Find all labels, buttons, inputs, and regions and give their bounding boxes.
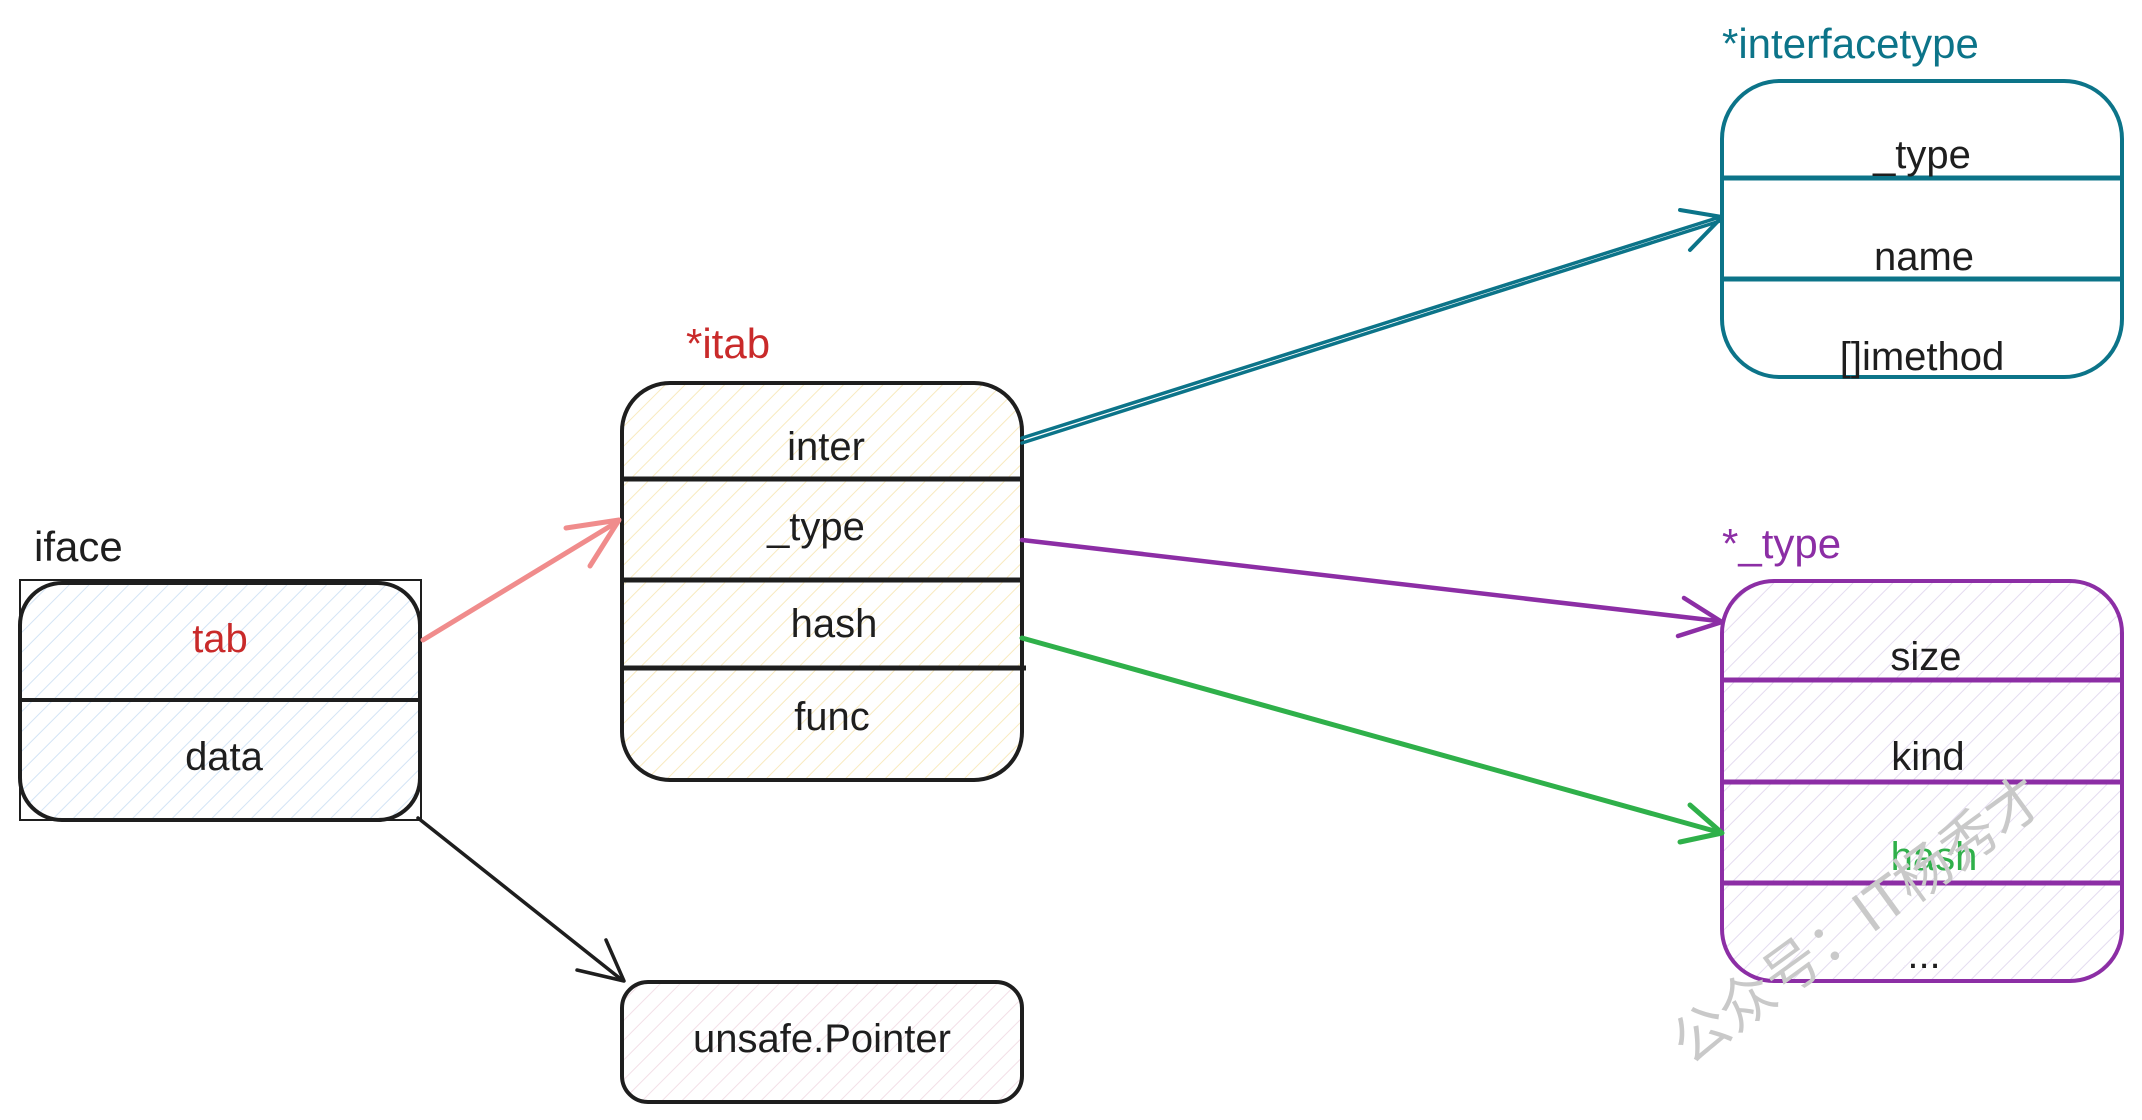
type-field-hash: hash [1891, 835, 1978, 879]
type-title: *_type [1722, 520, 1841, 567]
arrow-data-to-pointer [416, 816, 624, 982]
itab-field-hash: hash [791, 602, 878, 646]
arrow-inter-to-interfacetype-head [1678, 208, 1724, 252]
type-field-size: size [1890, 635, 1961, 679]
arrow-data-to-pointer-head [575, 938, 626, 983]
interfacetype-title: *interfacetype [1722, 20, 1979, 67]
interfacetype-field-imethod: []imethod [1840, 335, 2005, 379]
iface-title: iface [34, 523, 123, 570]
arrow-tab-to-itab-head [563, 517, 622, 569]
arrow-tab-to-itab [420, 519, 620, 643]
arrow-type-to-type-head [1675, 595, 1725, 639]
itab-field-type: _type [766, 505, 865, 549]
arrow-type-to-type [1019, 537, 1721, 624]
itab-title: *itab [686, 320, 770, 367]
unsafe-pointer-box [620, 980, 1024, 1104]
iface-field-data: data [185, 735, 264, 779]
arrow-inter-to-interfacetype [1020, 215, 1722, 445]
arrow-hash-to-hash [1019, 635, 1721, 835]
itab-field-inter: inter [787, 425, 865, 469]
itab-field-func: func [794, 695, 870, 739]
interfacetype-box [1720, 79, 2124, 379]
interfacetype-field-name: name [1874, 235, 1974, 279]
arrow-hash-to-hash-head [1677, 802, 1725, 845]
type-field-ellipsis: ... [1907, 933, 1940, 977]
type-field-kind: kind [1891, 735, 1964, 779]
iface-field-tab: tab [192, 617, 248, 661]
unsafe-pointer-label: unsafe.Pointer [693, 1017, 951, 1061]
interfacetype-field-type: _type [1872, 133, 1971, 177]
